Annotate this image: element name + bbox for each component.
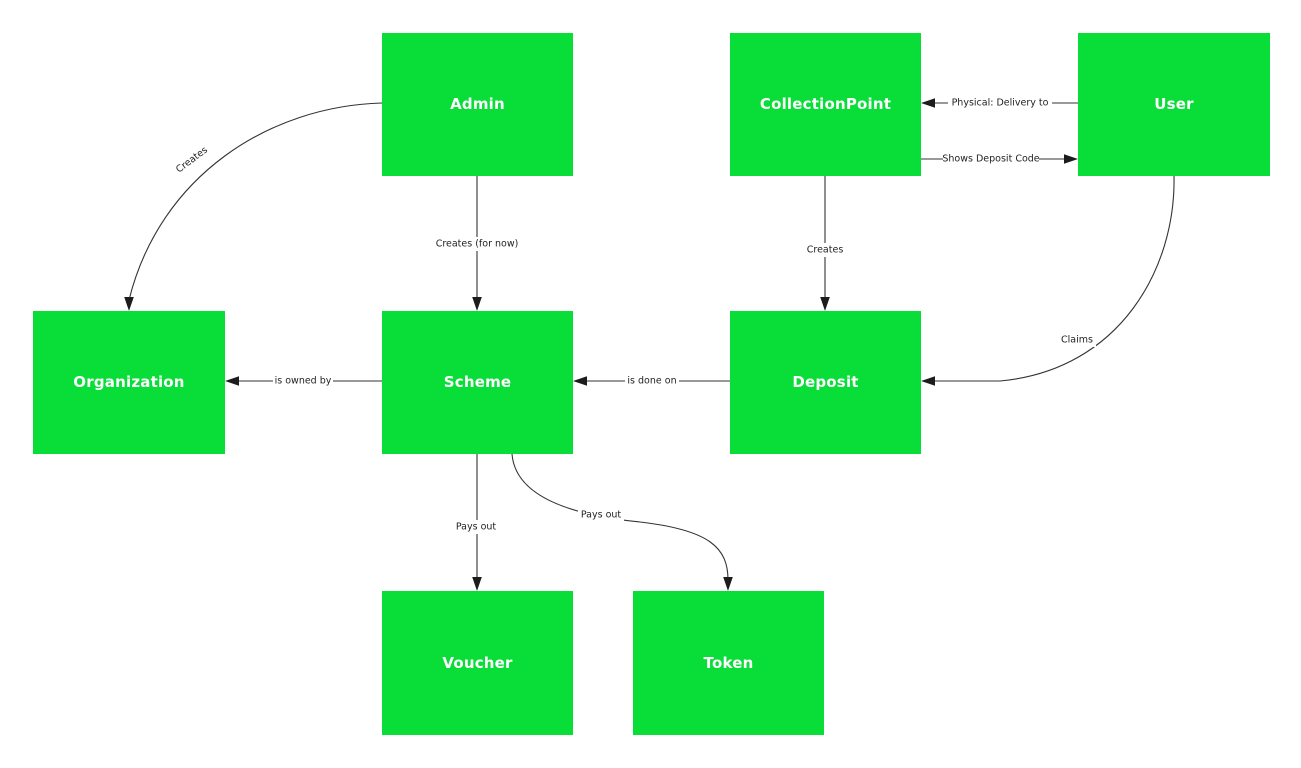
node-voucher[interactable]: Voucher (382, 591, 573, 735)
edge-label-text-user-collectionpoint: Physical: Delivery to (952, 98, 1049, 109)
arrowhead-deposit-scheme (573, 376, 587, 386)
edge-label-scheme-voucher: Pays out (453, 520, 499, 534)
arrowhead-user-deposit (921, 376, 935, 386)
edge-admin-creates-organization (124, 102, 383, 311)
node-label-token: Token (703, 653, 754, 672)
node-label-deposit: Deposit (792, 373, 859, 391)
edge-label-text-deposit-scheme: is done on (627, 376, 676, 387)
edge-label-admin-organization: Creates (171, 142, 213, 178)
edge-label-collectionpoint-user: Shows Deposit Code (942, 152, 1040, 166)
node-deposit[interactable]: Deposit (730, 311, 921, 454)
node-scheme[interactable]: Scheme (382, 311, 573, 454)
node-token[interactable]: Token (633, 591, 824, 735)
node-label-scheme: Scheme (443, 373, 512, 391)
edge-label-text-scheme-voucher: Pays out (456, 522, 497, 533)
arrowhead-admin-scheme (472, 297, 482, 311)
edge-label-scheme-organization: is owned by (273, 374, 333, 388)
node-label-user: User (1154, 95, 1194, 113)
edge-label-text-collectionpoint-user: Shows Deposit Code (942, 154, 1039, 165)
arrowhead-scheme-voucher (472, 577, 482, 591)
edge-label-text-admin-organization: Creates (174, 145, 210, 176)
edge-label-user-collectionpoint: Physical: Delivery to (948, 96, 1052, 110)
edge-label-text-scheme-token: Pays out (581, 510, 622, 521)
arrowhead-scheme-token (723, 577, 733, 591)
node-label-voucher: Voucher (442, 653, 513, 672)
edge-label-collectionpoint-deposit: Creates (805, 243, 845, 257)
edge-label-deposit-scheme: is done on (625, 374, 679, 388)
edge-user-claims-deposit (921, 175, 1175, 386)
node-label-organization: Organization (73, 373, 185, 391)
arrowhead-scheme-organization (225, 376, 239, 386)
arrowhead-collectionpoint-user (1064, 154, 1078, 164)
node-user[interactable]: User (1078, 33, 1270, 176)
arrowhead-collectionpoint-deposit (820, 297, 830, 311)
edge-label-text-user-deposit: Claims (1061, 335, 1093, 346)
node-label-collectionpoint: CollectionPoint (759, 95, 892, 113)
node-organization[interactable]: Organization (33, 311, 225, 454)
edge-label-text-admin-scheme: Creates (for now) (436, 239, 519, 250)
arrowhead-admin-organization (124, 297, 134, 311)
edge-scheme-paysout-voucher (472, 454, 482, 591)
edge-label-admin-scheme: Creates (for now) (435, 237, 519, 251)
node-collectionpoint[interactable]: CollectionPoint (730, 33, 921, 176)
node-admin[interactable]: Admin (382, 33, 573, 176)
edge-label-text-scheme-organization: is owned by (275, 376, 332, 387)
edge-label-scheme-token: Pays out (578, 508, 624, 522)
edge-path-admin-organization (128, 102, 383, 301)
edge-label-user-deposit: Claims (1058, 333, 1096, 347)
edge-label-text-collectionpoint-deposit: Creates (807, 245, 844, 256)
edge-collectionpoint-creates-deposit (820, 176, 830, 311)
edge-path-user-deposit (932, 175, 1175, 382)
arrowhead-user-collectionpoint (921, 98, 935, 108)
edge-scheme-paysout-token (511, 453, 733, 591)
node-label-admin: Admin (450, 95, 505, 113)
edge-path-scheme-token (511, 453, 729, 581)
